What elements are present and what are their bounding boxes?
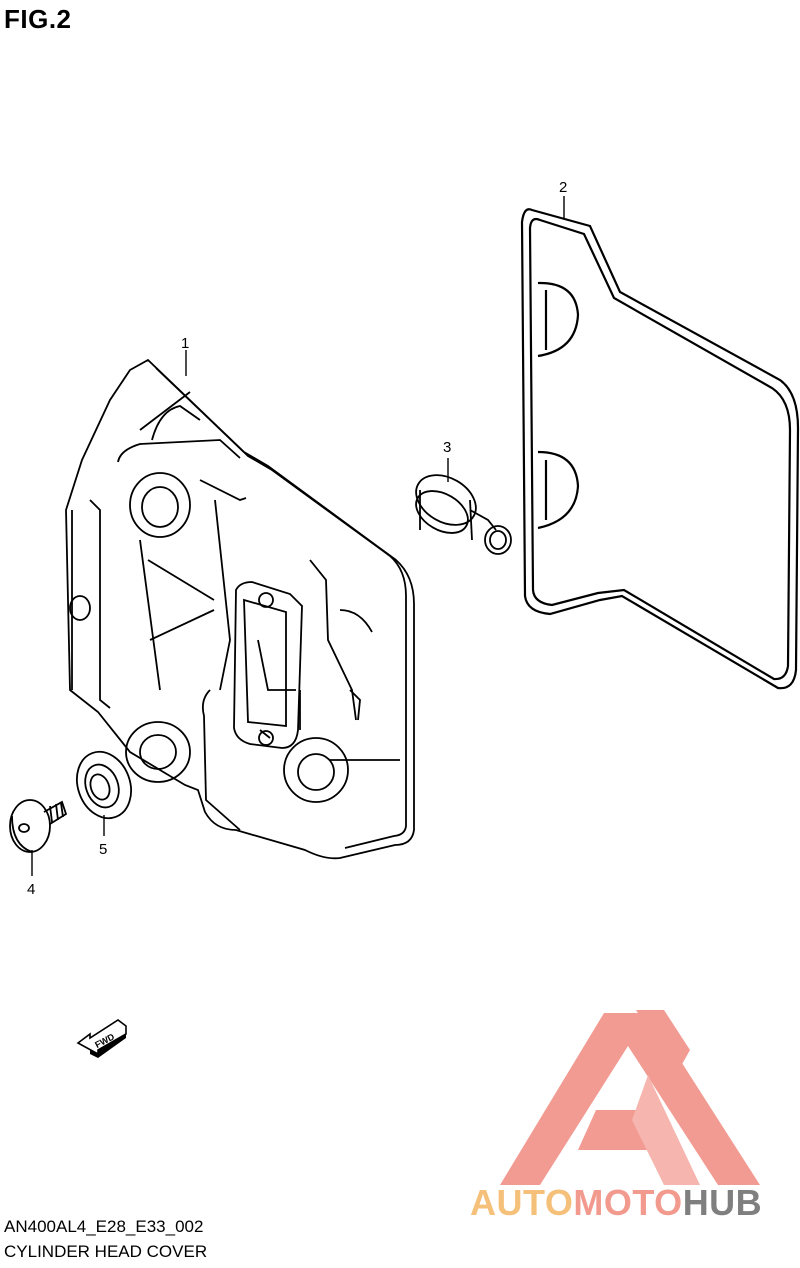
- watermark-moto: MOTO: [573, 1182, 683, 1223]
- watermark-auto: AUTO: [470, 1182, 574, 1223]
- callout-3: 3: [443, 439, 451, 456]
- figure-label: FIG.2: [4, 4, 72, 34]
- callout-1: 1: [181, 335, 189, 352]
- diagram-code: AN400AL4_E28_E33_002: [4, 1217, 204, 1236]
- callout-2: 2: [559, 179, 567, 196]
- watermark-text: AUTOMOTOHUB: [470, 1182, 762, 1224]
- triangle-logo-icon: [500, 1010, 760, 1185]
- forward-arrow-icon: FWD: [76, 1019, 127, 1058]
- cover-bolt: [9, 799, 68, 853]
- watermark-hub: HUB: [682, 1182, 763, 1223]
- diagram-name: CYLINDER HEAD COVER: [4, 1242, 208, 1261]
- cover-gasket: [520, 208, 800, 690]
- cylinder-head-cover: [65, 358, 415, 860]
- seal-washer: [76, 750, 132, 820]
- callout-4: 4: [27, 881, 35, 898]
- callout-5: 5: [99, 841, 107, 858]
- plug-seal: [415, 474, 512, 555]
- callout-leaders: [31, 196, 565, 876]
